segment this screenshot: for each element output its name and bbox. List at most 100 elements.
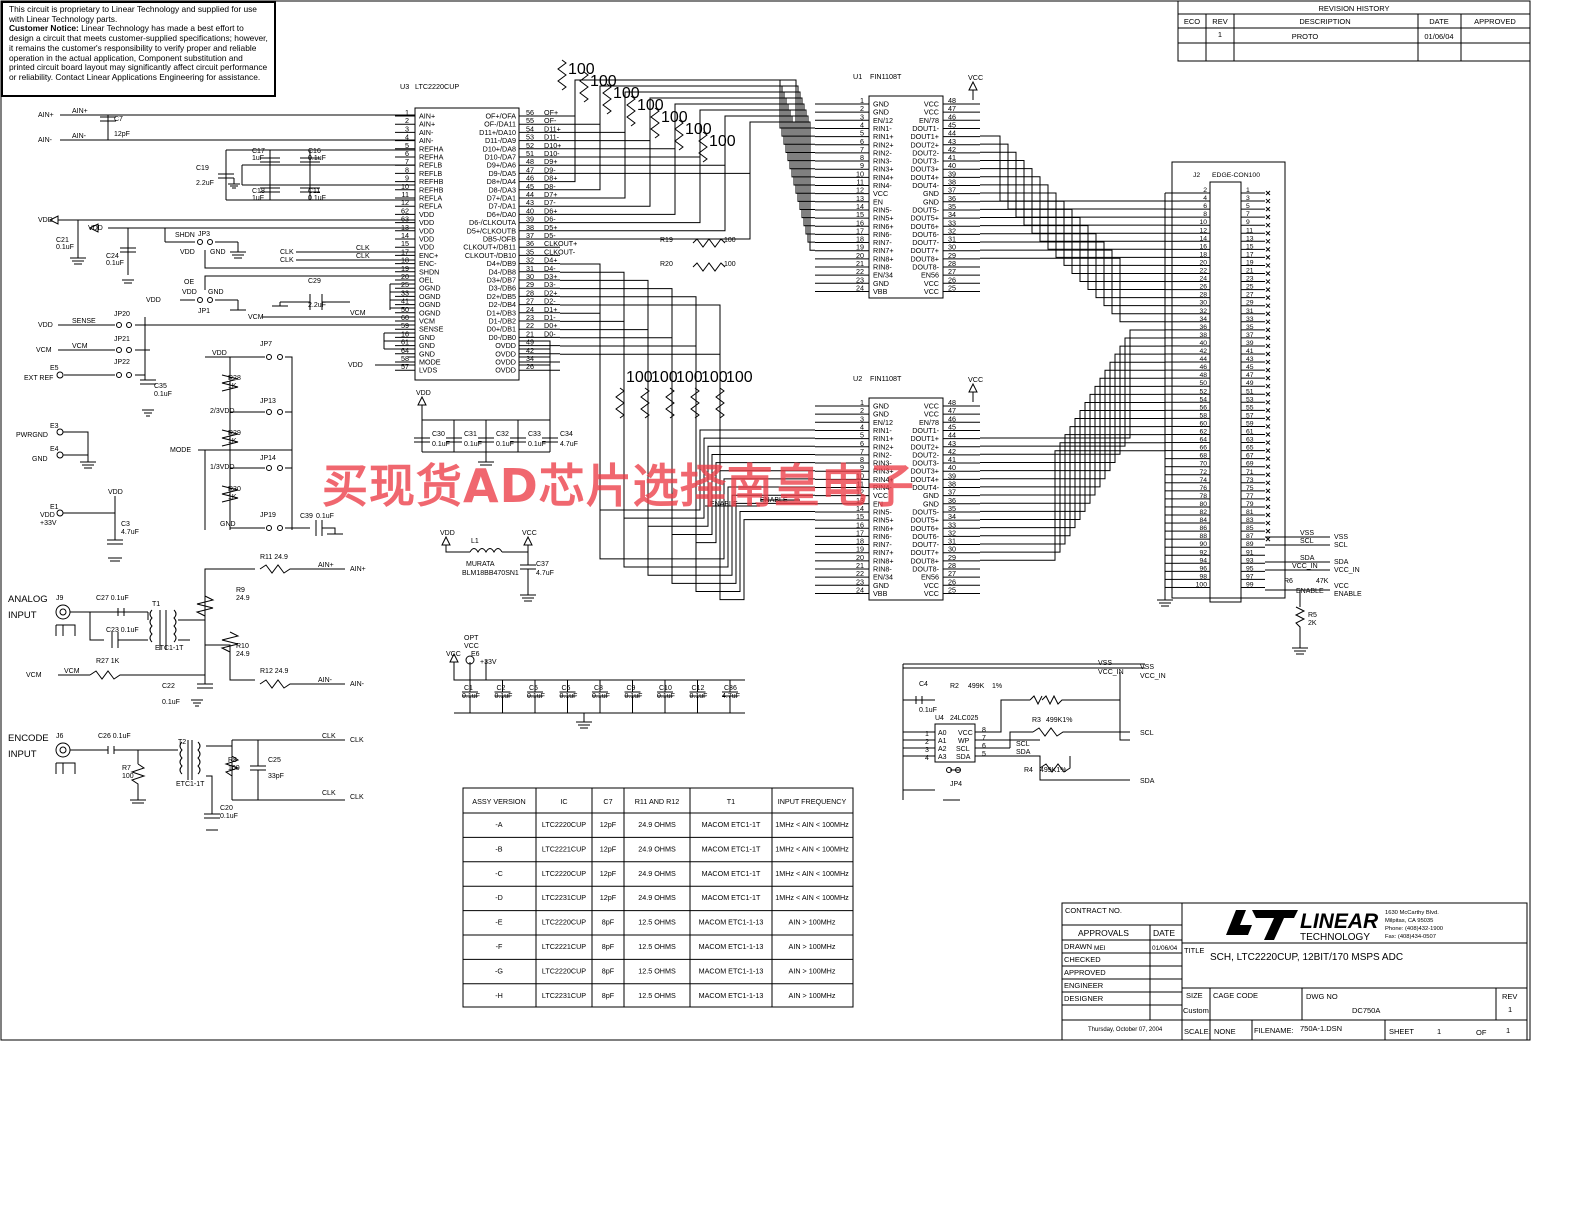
j2-no-connect (1265, 464, 1271, 470)
j2-pin-number: 72 (1199, 469, 1207, 476)
u3-pin-name: DB5-/OFB (483, 235, 516, 244)
u1-pin-number: 3 (860, 112, 864, 121)
u3-pin-number: 38 (526, 223, 534, 232)
svg-text:JP21: JP21 (114, 336, 130, 343)
u2-pin-name: RIN4- (873, 483, 892, 492)
cap-ref: C5 (529, 685, 538, 692)
pwrgnd-label: PWRGND (16, 432, 48, 439)
u1-pin-name: VCC (924, 100, 939, 109)
svg-text:2K: 2K (1308, 620, 1317, 627)
u2-pin-name: DOUT7- (912, 540, 939, 549)
termination-resistor (715, 387, 725, 419)
u1-pin-number: 19 (856, 243, 864, 252)
j2-part: EDGE-CON100 (1212, 172, 1260, 179)
u3-pin-name: D5+/CLKOUTB (467, 226, 517, 235)
mode-gnd-label: GND (220, 521, 236, 528)
pull-resistor (626, 95, 636, 127)
cap-value: 0.1uF (625, 693, 643, 700)
u3-pin-name: REFHB (419, 177, 444, 186)
u1-pin-number: 46 (948, 112, 956, 121)
output-wire (980, 418, 1165, 529)
j2-no-connect (1265, 319, 1271, 325)
encode-clkn-net: CLK (322, 790, 336, 797)
svg-text:C30: C30 (432, 431, 445, 438)
u3-pin-name: MODE (419, 358, 441, 367)
j2-no-connect (1265, 456, 1271, 462)
svg-text:C3: C3 (121, 521, 130, 528)
filename-label: FILENAME: (1254, 1026, 1294, 1035)
address-line-3: Phone: (408)432-1900 (1385, 926, 1443, 932)
enable-lines: ENABLE ENABLE R19 100 R20 100 (660, 237, 800, 508)
j2-pin-number: 4 (1203, 195, 1207, 202)
svg-text:C39: C39 (300, 513, 313, 520)
svg-text:2: 2 (925, 739, 929, 746)
assy-cell: -E (495, 918, 502, 927)
svg-text:A1: A1 (938, 738, 947, 745)
u3-pin-name: LVDS (419, 366, 437, 375)
approvals-label: APPROVALS (1078, 928, 1129, 938)
r20-ref: R20 (660, 261, 673, 268)
u2-pin-name: DOUT8- (912, 565, 939, 574)
u3-pin-number: 39 (526, 215, 534, 224)
u1-pin-name: GND (923, 197, 939, 206)
j2-pin-number: 89 (1246, 541, 1254, 548)
svg-text:499K1%: 499K1% (1040, 767, 1066, 774)
svg-text:C23 0.1uF: C23 0.1uF (106, 627, 139, 634)
svg-text:JP3: JP3 (198, 231, 210, 238)
u1-pin-number: 20 (856, 251, 864, 260)
u2-pin-number: 42 (948, 447, 956, 456)
u3-pin-number: 37 (526, 231, 534, 240)
j2-no-connect (1265, 528, 1271, 534)
clk-port: CLK (280, 249, 294, 256)
u2-pin-name: DOUT1+ (910, 434, 939, 443)
j2-enable-port: ENABLE (1334, 591, 1362, 598)
u1-pin-number: 11 (857, 178, 864, 187)
clkn-net: CLK (356, 253, 370, 260)
j2-pin-number: 66 (1199, 445, 1207, 452)
u3-pin-name: AIN+ (419, 112, 435, 121)
address-line-2: Milpitas, CA 95035 (1385, 918, 1433, 924)
output-wire (980, 434, 1165, 545)
u2-pin-number: 46 (948, 414, 956, 423)
u3-pin-number: 53 (526, 133, 534, 142)
svg-text:T1: T1 (152, 601, 160, 608)
output-wire (980, 233, 1165, 299)
u3-ref: U3 (400, 82, 409, 91)
output-wire (980, 410, 1165, 520)
j2-pin-number: 39 (1246, 340, 1254, 347)
svg-text:R3: R3 (1032, 717, 1041, 724)
bus-wire (560, 320, 815, 568)
bus-wire (560, 288, 815, 535)
svg-text:12pF: 12pF (114, 131, 130, 138)
j2-pin-number: 52 (1199, 388, 1207, 395)
u2-pin-name: RIN2+ (873, 442, 894, 451)
u2-pin-number: 7 (860, 447, 864, 456)
u1-pin-name: DOUT5+ (910, 214, 939, 223)
u3-pin-number: 32 (526, 256, 534, 265)
svg-text:JP13: JP13 (260, 398, 276, 405)
svg-text:R2: R2 (950, 683, 959, 690)
u3-pin-name: OGND (419, 284, 441, 293)
assy-cell: 24.9 OHMS (638, 869, 676, 878)
encode-clk-net: CLK (322, 733, 336, 740)
logo-subtext: TECHNOLOGY (1300, 932, 1370, 943)
resistor-value: 100 (626, 369, 653, 386)
svg-text:R4: R4 (1024, 767, 1033, 774)
u2-pin-name: EN/34 (873, 573, 893, 582)
of-value: 1 (1506, 1026, 1510, 1035)
assy-cell: MACOM ETC1-1-13 (699, 918, 764, 927)
j2-pin-number: 58 (1199, 412, 1207, 419)
r19-value: 100 (724, 237, 736, 244)
j2-pin-number: 76 (1199, 485, 1207, 492)
u1-pin-name: DOUT8- (912, 263, 939, 272)
vcc-in-net: VCC_IN (1098, 669, 1124, 676)
u1-pin-name: DOUT1- (912, 124, 939, 133)
u2-pin-name: VCC (924, 402, 939, 411)
output-wire (980, 393, 1165, 504)
u3-pin-name: CLKOUT-/DB10 (465, 251, 516, 260)
output-wire (980, 385, 1165, 496)
u3-pin-number: 62 (401, 206, 409, 215)
assy-cell: MACOM ETC1-1-13 (699, 991, 764, 1000)
